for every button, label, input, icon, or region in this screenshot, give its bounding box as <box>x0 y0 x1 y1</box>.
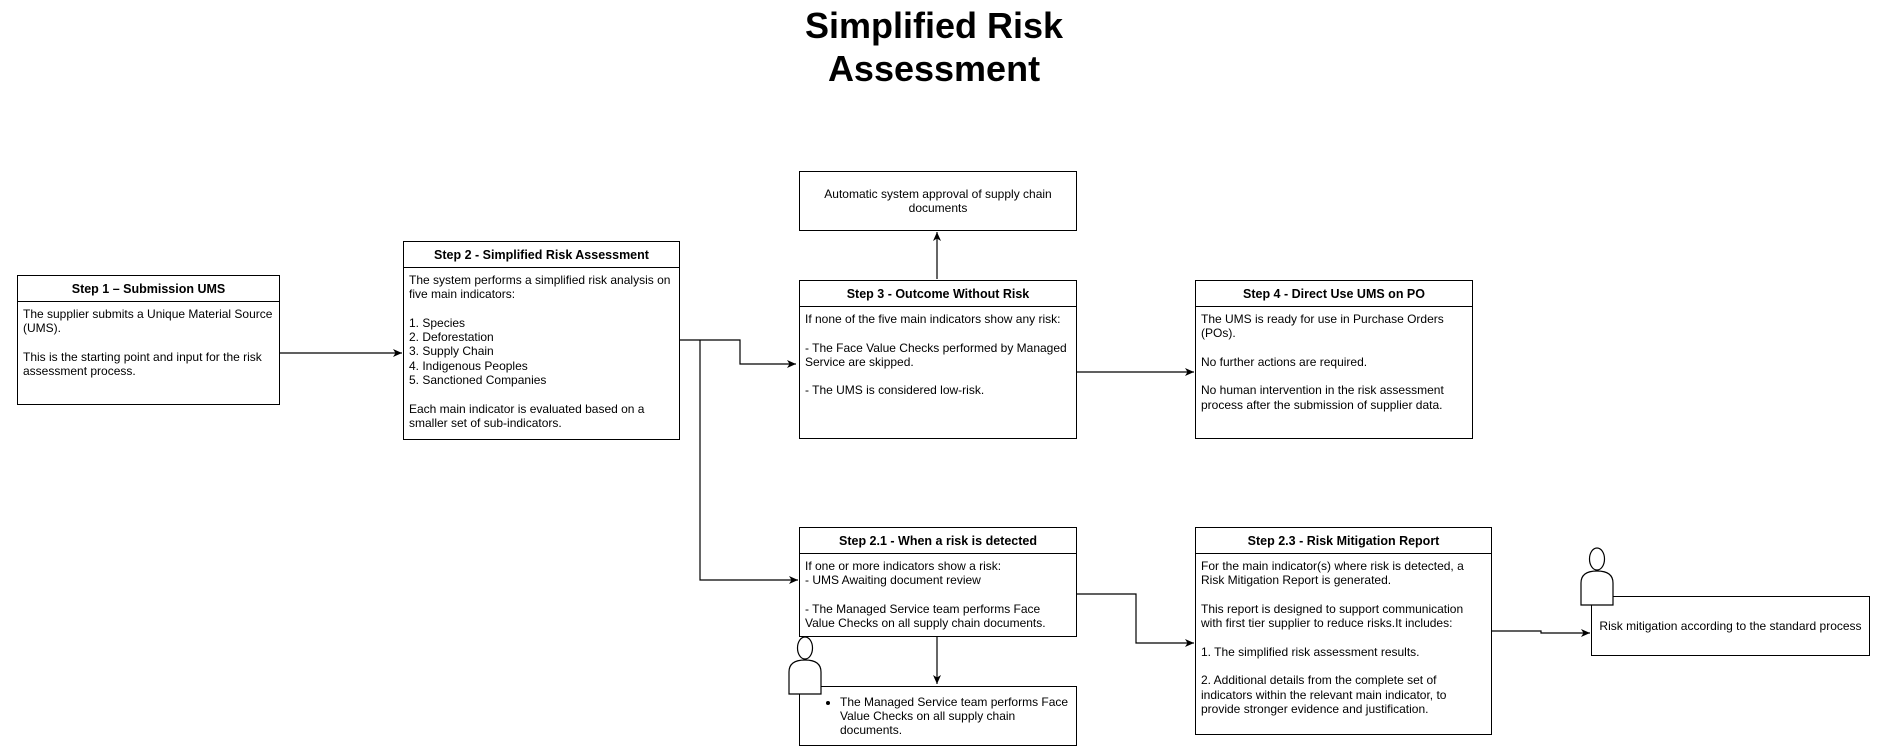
step2-header: Step 2 - Simplified Risk Assessment <box>404 242 679 268</box>
step3-text-1: If none of the five main indicators show… <box>805 312 1061 326</box>
person-icon <box>788 636 822 695</box>
step4-text-3: No human intervention in the risk assess… <box>1201 383 1444 412</box>
face-value-check-box: The Managed Service team performs Face V… <box>799 686 1077 746</box>
face-value-check-item: The Managed Service team performs Face V… <box>840 695 1076 737</box>
step4-header: Step 4 - Direct Use UMS on PO <box>1196 281 1472 307</box>
step21-text-1: If one or more indicators show a risk: <box>805 559 1002 573</box>
step23-text-3: 1. The simplified risk assessment result… <box>1201 644 1420 659</box>
diagram-title: Simplified Risk Assessment <box>804 5 1064 89</box>
step23-header: Step 2.3 - Risk Mitigation Report <box>1196 528 1491 554</box>
arrow-step21-to-step23 <box>1076 593 1194 647</box>
person-icon <box>1580 547 1614 606</box>
step23-text-1: For the main indicator(s) where risk is … <box>1201 559 1464 588</box>
step3-box: Step 3 - Outcome Without Risk If none of… <box>799 280 1077 439</box>
step3-header: Step 3 - Outcome Without Risk <box>800 281 1076 307</box>
approval-box: Automatic system approval of supply chai… <box>799 171 1077 231</box>
step2-indicator-3: 3. Supply Chain <box>409 344 494 359</box>
step2-indicator-5: 5. Sanctioned Companies <box>409 373 547 388</box>
step1-text-2: This is the starting point and input for… <box>23 349 262 379</box>
step1-header: Step 1 – Submission UMS <box>18 276 279 302</box>
step23-box: Step 2.3 - Risk Mitigation Report For th… <box>1195 527 1492 735</box>
step2-indicator-2: 2. Deforestation <box>409 330 494 345</box>
step4-text-2: No further actions are required. <box>1201 354 1368 369</box>
step1-box: Step 1 – Submission UMS The supplier sub… <box>17 275 280 405</box>
step21-text-3: - The Managed Service team performs Face… <box>805 601 1046 631</box>
step1-text-1: The supplier submits a Unique Material S… <box>23 307 273 336</box>
step3-text-3: - The UMS is considered low-risk. <box>805 383 985 398</box>
step3-text-2: - The Face Value Checks performed by Man… <box>805 340 1067 369</box>
step2-indicator-4: 4. Indigenous Peoples <box>409 358 528 373</box>
step23-text-4: 2. Additional details from the complete … <box>1201 673 1447 716</box>
mitigation-text: Risk mitigation according to the standar… <box>1599 619 1862 633</box>
step2-indicator-1: 1. Species <box>409 315 466 330</box>
step2-box: Step 2 - Simplified Risk Assessment The … <box>403 241 680 440</box>
step2-intro: The system performs a simplified risk an… <box>409 273 671 302</box>
step21-header: Step 2.1 - When a risk is detected <box>800 528 1076 554</box>
step2-outro: Each main indicator is evaluated based o… <box>409 401 645 430</box>
arrow-step23-to-mitigation <box>1490 629 1590 637</box>
mitigation-box: Risk mitigation according to the standar… <box>1591 596 1870 656</box>
step4-box: Step 4 - Direct Use UMS on PO The UMS is… <box>1195 280 1473 439</box>
step4-text-1: The UMS is ready for use in Purchase Ord… <box>1201 312 1444 341</box>
step23-text-2: This report is designed to support commu… <box>1201 601 1464 631</box>
step21-text-2: - UMS Awaiting document review <box>805 573 981 588</box>
arrow-step2-to-step3 <box>679 339 796 368</box>
approval-text: Automatic system approval of supply chai… <box>824 187 1052 215</box>
arrow-step2-to-step21 <box>699 340 798 584</box>
step21-box: Step 2.1 - When a risk is detected If on… <box>799 527 1077 637</box>
